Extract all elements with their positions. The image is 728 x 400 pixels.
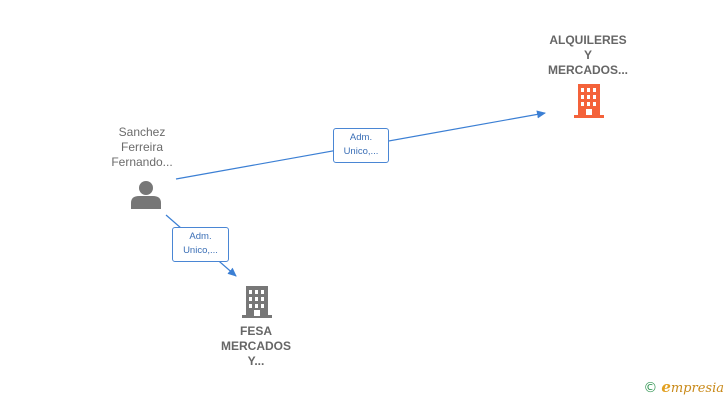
person-node-label[interactable]: Sanchez Ferreira Fernando... (96, 125, 188, 170)
person-name-line: Sanchez (118, 125, 166, 139)
company-name-line: ALQUILERES (549, 33, 627, 47)
edge-role-line: Adm. (189, 231, 212, 242)
person-name-line: Fernando... (111, 155, 173, 169)
edge-label-to-fesa[interactable]: Adm. Unico,... (172, 227, 229, 262)
edge-label-to-alquileres[interactable]: Adm. Unico,... (333, 128, 389, 163)
brand-name: mpresia (670, 381, 724, 396)
company-name-line: MERCADOS (220, 339, 291, 353)
company-node-label-fesa[interactable]: FESA MERCADOS Y... (207, 324, 305, 369)
person-name-line: Ferreira (120, 140, 163, 154)
company-name-line: FESA (239, 324, 272, 338)
edge-role-line: Unico,... (343, 146, 379, 157)
brand-logo: ©empresia (643, 378, 724, 396)
brand-initial: e (661, 378, 671, 396)
building-windows (581, 88, 596, 115)
building-icon[interactable] (574, 84, 604, 118)
copyright-icon: © (643, 380, 658, 396)
company-node-label-alquileres[interactable]: ALQUILERES Y MERCADOS... (532, 33, 644, 78)
edge-role-line: Unico,... (183, 245, 218, 256)
building-windows (249, 290, 264, 316)
company-name-line: Y (583, 48, 592, 62)
edge-role-line: Adm. (349, 132, 373, 143)
company-name-line: Y... (247, 354, 265, 368)
person-icon[interactable] (131, 181, 161, 209)
company-name-line: MERCADOS... (547, 63, 628, 77)
